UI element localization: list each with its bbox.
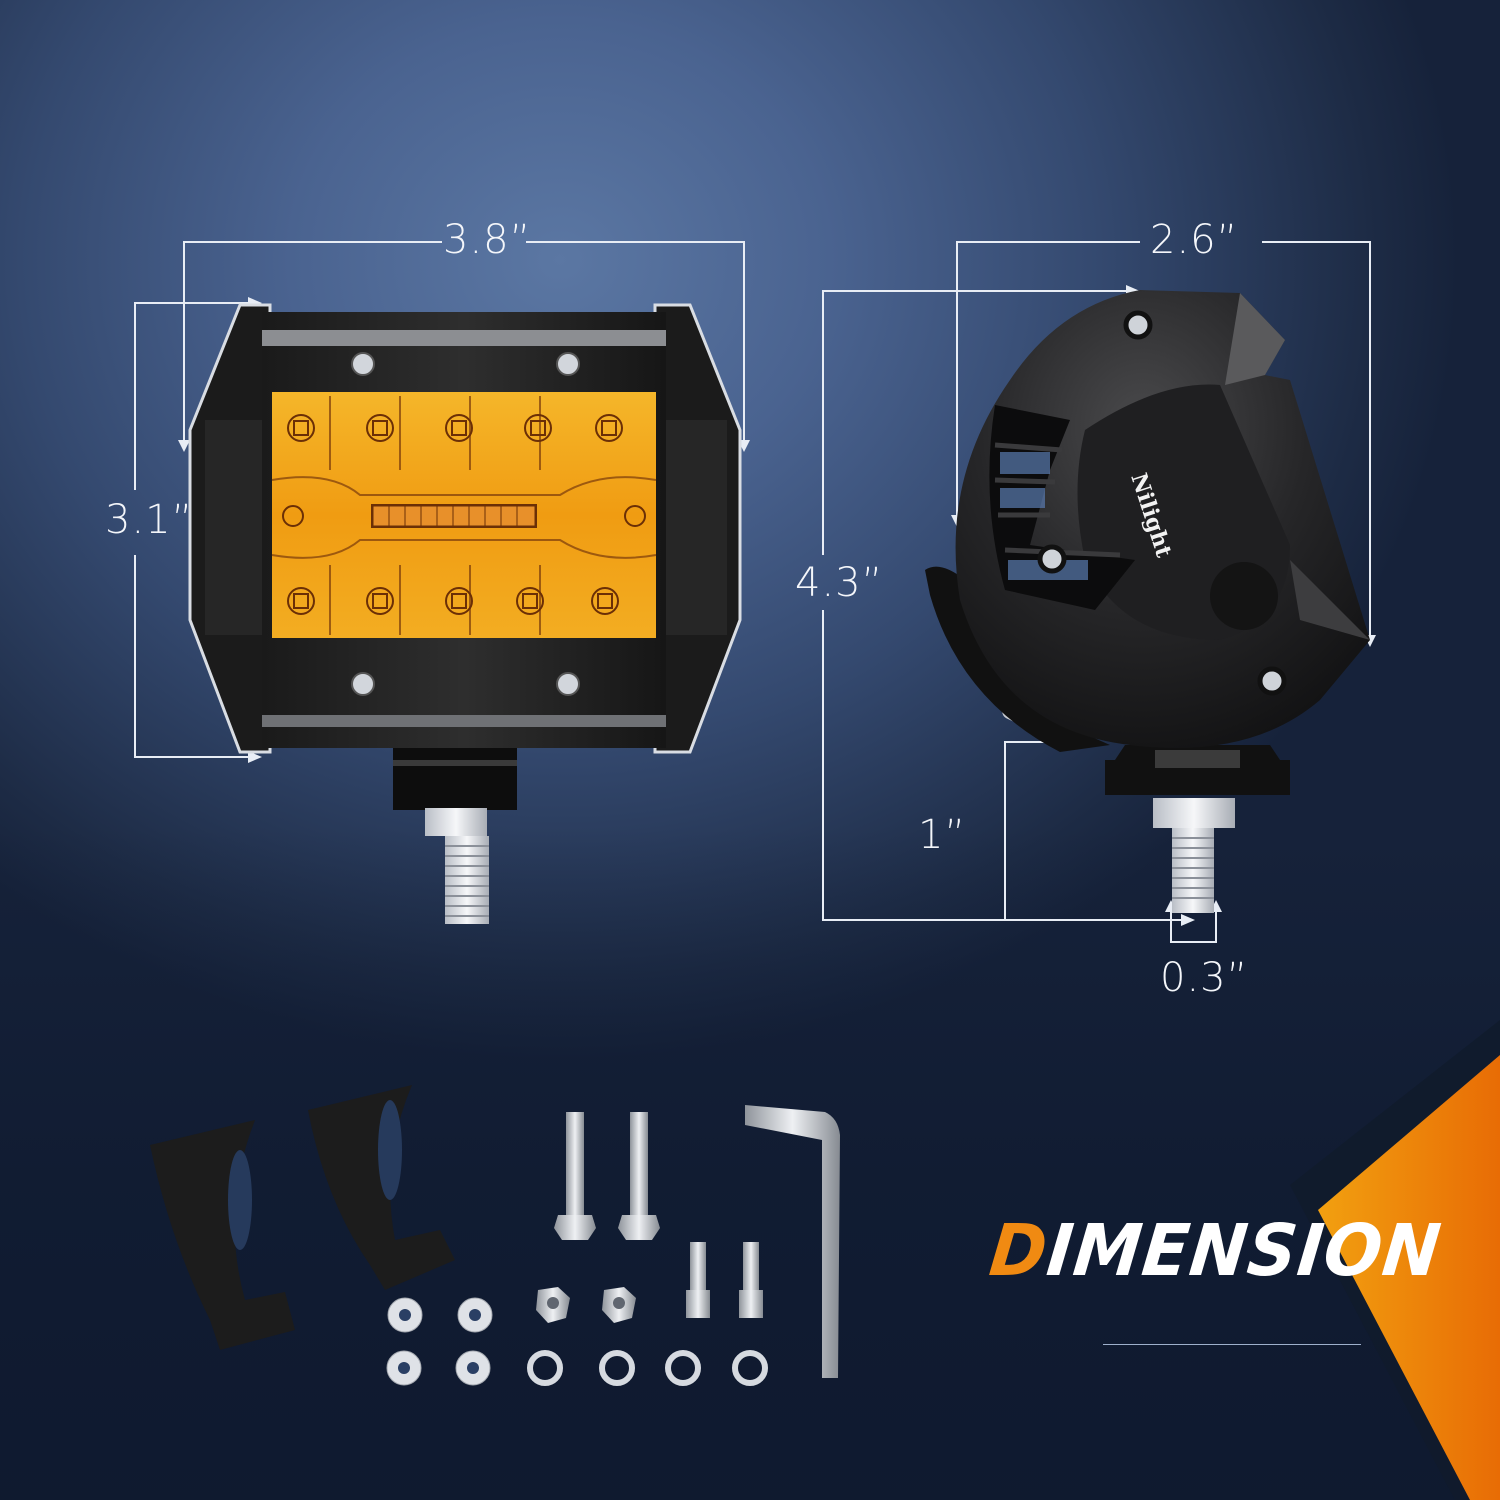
title-accent-letter: D xyxy=(985,1210,1052,1293)
title-underline xyxy=(1103,1344,1361,1345)
bolt-diameter-label: 0.3” xyxy=(1160,955,1249,1001)
side-height-label: 4.3” xyxy=(795,560,884,606)
bolt-length-label: 1” xyxy=(918,812,967,858)
front-height-label: 3.1” xyxy=(105,497,194,543)
side-depth-label: 2.6” xyxy=(1150,217,1239,263)
mounting-bracket xyxy=(308,1085,455,1290)
front-width-label: 3.8” xyxy=(443,217,532,263)
page-title: DIMENSION xyxy=(986,1210,1445,1293)
title-rest: IMENSION xyxy=(1043,1210,1446,1293)
mounting-bracket xyxy=(150,1120,295,1350)
